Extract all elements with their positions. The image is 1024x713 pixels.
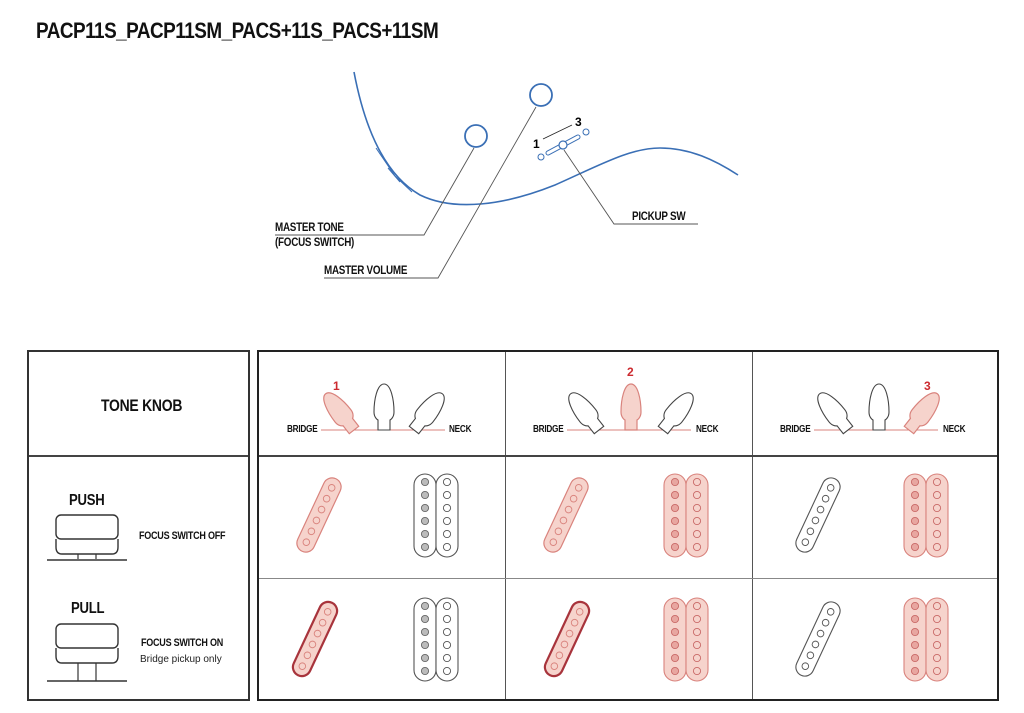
neck-label-2: NECK — [696, 424, 719, 435]
guitar-body-outline — [353, 71, 739, 206]
master-tone-knob-icon — [464, 124, 488, 148]
tone-knob-header: TONE KNOB — [29, 352, 248, 457]
bridge-label-2: BRIDGE — [533, 424, 564, 435]
pull-label: PULL — [71, 600, 105, 617]
tone-knob-title: TONE KNOB — [101, 396, 183, 415]
push-knob-icon — [47, 514, 127, 561]
focus-switch-on-label: FOCUS SWITCH ON — [141, 637, 223, 649]
neck-label-3: NECK — [943, 424, 966, 435]
lever-column-1: 1 — [317, 379, 451, 437]
master-tone-label: MASTER TONE — [275, 220, 344, 234]
svg-text:2: 2 — [627, 365, 634, 379]
bridge-pickup-only-note: Bridge pickup only — [140, 654, 222, 665]
push-label: PUSH — [69, 492, 105, 509]
lever-neck-icon — [405, 387, 451, 437]
neck-label-1: NECK — [449, 424, 472, 435]
lever-column-3: 3 — [811, 379, 946, 437]
single-coil-pickup-active-bold-icon — [543, 600, 591, 678]
humbucker-pickup-active-icon — [663, 473, 709, 558]
bridge-label-1: BRIDGE — [287, 424, 318, 435]
svg-text:3: 3 — [575, 115, 582, 129]
svg-text:1: 1 — [533, 137, 540, 151]
single-coil-pickup-active-bold-icon — [291, 600, 339, 678]
focus-switch-label: (FOCUS SWITCH) — [275, 235, 355, 249]
page-title: PACP11S_PACP11SM_PACS+11S_PACS+11SM — [36, 18, 439, 43]
single-coil-pickup-inactive-icon — [795, 601, 841, 677]
svg-text:3: 3 — [924, 379, 931, 393]
pickup-state-grid — [291, 473, 949, 682]
single-coil-pickup-active-icon — [543, 477, 589, 553]
lever-middle-icon — [373, 383, 395, 431]
master-volume-label: MASTER VOLUME — [324, 263, 408, 277]
lever-position-headers: 1 2 3 — [317, 365, 946, 437]
humbucker-pickup-active-icon — [663, 597, 709, 682]
lever-bridge-active-icon — [317, 386, 363, 437]
tone-knob-table: TONE KNOB PUSH FOCUS SWITCH OFF PULL FOC… — [27, 350, 250, 701]
single-coil-pickup-active-icon — [296, 477, 342, 553]
humbucker-pickup-inactive-icon — [413, 473, 459, 558]
pickup-selection-table: 1 2 3 BRIDGE NECK BRIDGE NECK BRIDGE NEC… — [257, 350, 999, 701]
pickup-sw-label: PICKUP SW — [632, 209, 686, 223]
svg-text:1: 1 — [333, 379, 340, 393]
humbucker-pickup-inactive-icon — [413, 597, 459, 682]
bridge-label-3: BRIDGE — [780, 424, 811, 435]
lever-middle-active-icon — [620, 383, 642, 431]
lever-column-2: 2 — [562, 365, 700, 437]
single-coil-pickup-inactive-icon — [795, 477, 841, 553]
humbucker-pickup-active-icon — [903, 473, 949, 558]
master-volume-knob-icon — [529, 83, 553, 107]
humbucker-pickup-active-icon — [903, 597, 949, 682]
pull-knob-icon — [47, 623, 127, 682]
lever-neck-active-icon — [900, 386, 946, 437]
pickup-switch-icon — [537, 124, 590, 161]
guitar-control-diagram: 1 3 — [275, 71, 739, 279]
focus-switch-off-label: FOCUS SWITCH OFF — [139, 530, 226, 542]
